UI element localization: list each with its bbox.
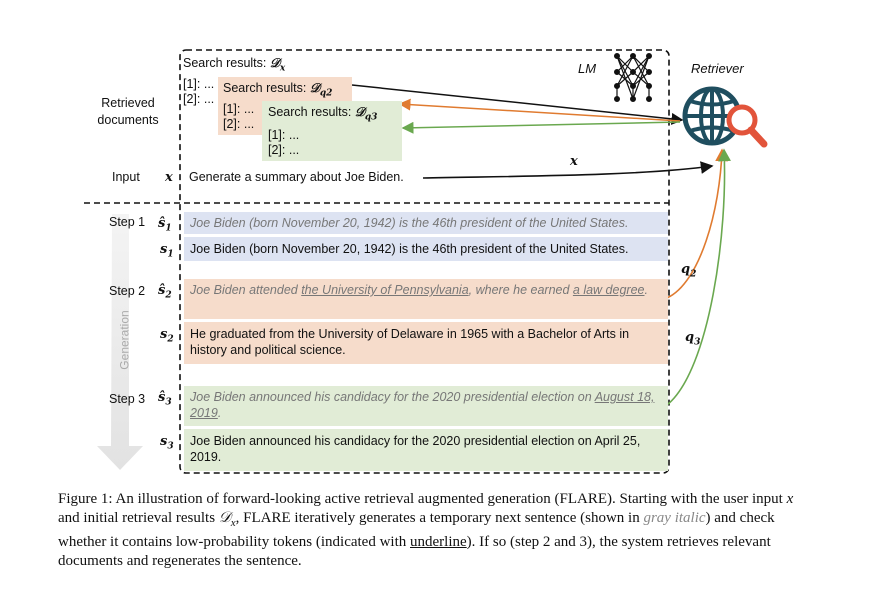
step-3-final-symbol: s3: [160, 434, 174, 452]
dq2-line: [398, 98, 681, 122]
lm-label: LM: [578, 61, 597, 76]
step-2-temp-sentence: Joe Biden attended the University of Pen…: [184, 279, 668, 319]
input-symbol: x: [165, 170, 173, 185]
generation-label: Generation: [117, 310, 132, 370]
q2-label: q2: [681, 262, 697, 280]
search-results-dq3: Search results: 𝒟q3 [1]: ... [2]: ...: [262, 101, 402, 161]
input-text: Generate a summary about Joe Biden.: [189, 170, 404, 184]
q3-curve: [666, 148, 731, 406]
dx-line: [351, 84, 684, 125]
neural-network-icon: [613, 52, 652, 102]
step-3-temp-sentence: Joe Biden announced his candidacy for th…: [184, 386, 668, 426]
step-2-temp-symbol: ŝ2: [158, 283, 172, 301]
step-1-final-sentence: Joe Biden (born November 20, 1942) is th…: [184, 237, 668, 261]
step-3-final-sentence: Joe Biden announced his candidacy for th…: [184, 429, 668, 471]
step-1-label: Step 1: [109, 215, 146, 229]
magnifier-icon: [726, 104, 768, 148]
retriever-label: Retriever: [691, 61, 744, 76]
step-2-final-sentence: He graduated from the University of Dela…: [184, 322, 668, 364]
x-arrow-label: x: [570, 154, 578, 169]
step-1-final-symbol: s1: [160, 242, 174, 260]
retrieved-documents-label: Retrieved documents: [97, 96, 159, 127]
lm-frame: [179, 49, 670, 474]
step-1-temp-sentence: Joe Biden (born November 20, 1942) is th…: [184, 212, 668, 234]
step-1-temp-symbol: ŝ1: [158, 216, 172, 234]
input-label: Input: [112, 170, 140, 184]
step-2-label: Step 2: [109, 284, 146, 298]
search-results-dx: Search results: 𝒟x [1]: ... [2]: ...: [183, 55, 286, 106]
figure-caption: Figure 1: An illustration of forward-loo…: [58, 491, 794, 569]
q3-label: q3: [685, 330, 701, 348]
generation-arrow: [97, 214, 143, 470]
dq3-line: [401, 121, 681, 134]
step-3-temp-symbol: ŝ3: [158, 390, 172, 408]
x-arrow: [422, 161, 714, 179]
q2-curve: [666, 148, 729, 299]
step-2-final-symbol: s2: [160, 327, 174, 345]
step-3-label: Step 3: [109, 392, 146, 406]
